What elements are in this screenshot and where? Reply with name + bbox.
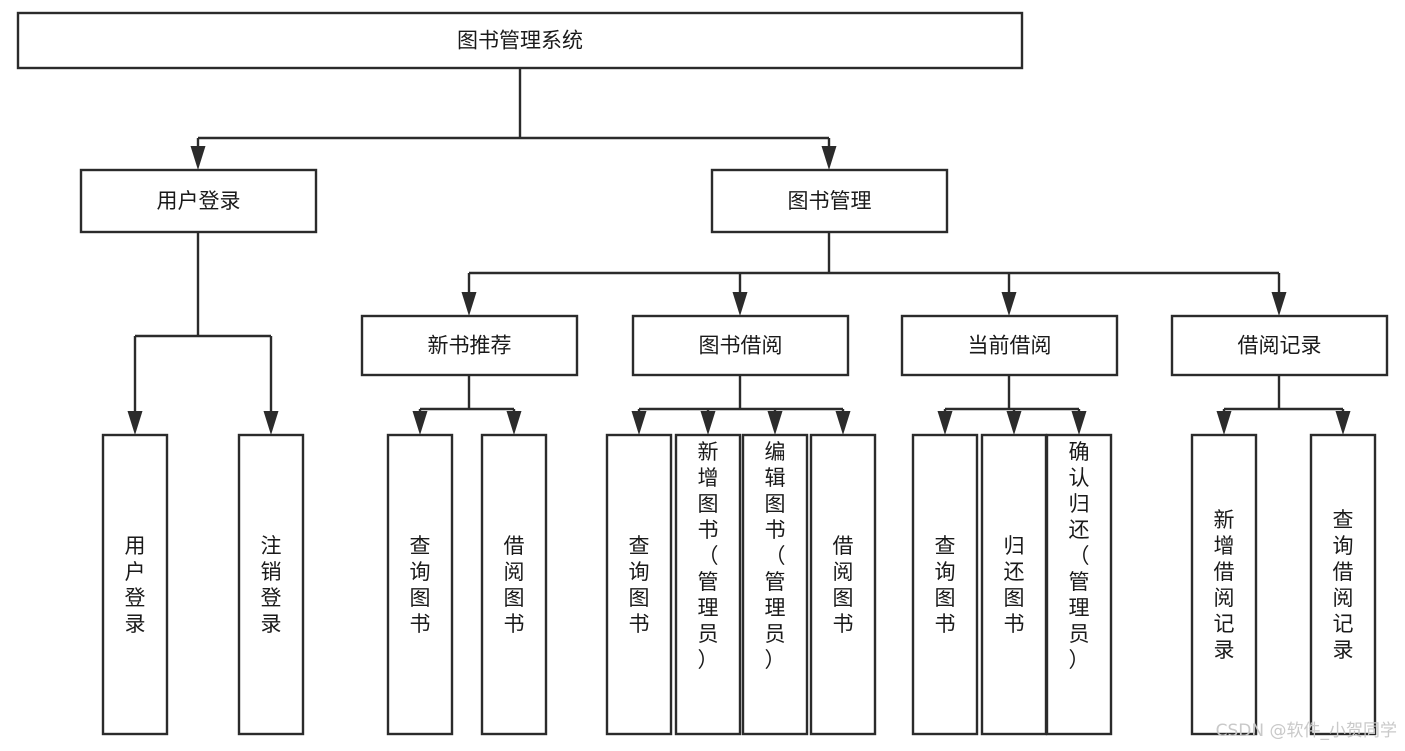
node-leaf-borrow-add-book[interactable]: 新增图书（管理员） <box>674 433 742 736</box>
node-leaf-record-query[interactable]: 查询借阅记录 <box>1309 433 1377 736</box>
vertical-paren-glyph: ） <box>1069 648 1090 672</box>
arrow-head-icon <box>732 292 748 316</box>
node-book-manage[interactable]: 图书管理 <box>710 168 949 234</box>
vertical-paren-glyph: （ <box>765 544 786 568</box>
node-box-leaf-borrow-query-book <box>605 433 673 736</box>
node-label-undefined: 图书管理系统 <box>457 29 583 53</box>
arrow-head-icon <box>937 411 953 435</box>
node-label-leaf-current-query-book: 查询图书 <box>935 534 956 636</box>
node-leaf-rec-borrow-book[interactable]: 借阅图书 <box>480 433 548 736</box>
arrow-head-icon <box>190 146 206 170</box>
node-label-leaf-user-login: 用户登录 <box>125 534 146 636</box>
node-label-leaf-current-confirm-return: 确认归还（管理员） <box>1069 440 1090 672</box>
node-label-user-login: 用户登录 <box>157 189 241 213</box>
node-label-leaf-borrow-borrow-book: 借阅图书 <box>833 534 854 636</box>
arrow-head-icon <box>767 411 783 435</box>
node-leaf-user-login[interactable]: 用户登录 <box>101 433 169 736</box>
vertical-paren-glyph: ） <box>765 648 786 672</box>
node-box-leaf-borrow-edit-book <box>741 433 809 736</box>
node-box-leaf-record-add <box>1190 433 1258 736</box>
node-box-leaf-borrow-borrow-book <box>809 433 877 736</box>
node-box-leaf-user-login <box>101 433 169 736</box>
node-label-leaf-rec-query-book: 查询图书 <box>410 534 431 636</box>
node-label-new-book-rec: 新书推荐 <box>428 334 512 358</box>
node-label-leaf-current-return-book: 归还图书 <box>1004 534 1025 636</box>
node-label-leaf-user-logout: 注销登录 <box>261 534 282 636</box>
vertical-paren-glyph: ） <box>698 648 719 672</box>
arrow-head-icon <box>127 411 143 435</box>
node-label-book-borrow: 图书借阅 <box>699 334 783 358</box>
node-book-borrow[interactable]: 图书借阅 <box>631 314 850 377</box>
node-box-leaf-rec-query-book <box>386 433 454 736</box>
node-box-book-manage <box>710 168 949 234</box>
node-leaf-borrow-edit-book[interactable]: 编辑图书（管理员） <box>741 433 809 736</box>
node-box-leaf-rec-borrow-book <box>480 433 548 736</box>
arrow-head-icon <box>412 411 428 435</box>
node-box-leaf-user-logout <box>237 433 305 736</box>
node-box-current-borrow <box>900 314 1119 377</box>
node-label-leaf-borrow-add-book: 新增图书（管理员） <box>698 440 719 672</box>
node-label-leaf-record-query: 查询借阅记录 <box>1333 508 1354 662</box>
node-box-leaf-current-return-book <box>980 433 1048 736</box>
node-label-leaf-record-add: 新增借阅记录 <box>1214 508 1235 662</box>
node-leaf-current-confirm-return[interactable]: 确认归还（管理员） <box>1045 433 1113 736</box>
node-user-login[interactable]: 用户登录 <box>79 168 318 234</box>
node-label-borrow-record: 借阅记录 <box>1238 334 1322 358</box>
node-box-borrow-record <box>1170 314 1389 377</box>
node-label-leaf-borrow-edit-book: 编辑图书（管理员） <box>765 440 786 672</box>
node-leaf-borrow-query-book[interactable]: 查询图书 <box>605 433 673 736</box>
node-leaf-borrow-borrow-book[interactable]: 借阅图书 <box>809 433 877 736</box>
node-leaf-current-return-book[interactable]: 归还图书 <box>980 433 1048 736</box>
arrow-head-icon <box>700 411 716 435</box>
vertical-paren-glyph: （ <box>698 544 719 568</box>
node-box-undefined <box>16 11 1024 70</box>
node-leaf-record-add[interactable]: 新增借阅记录 <box>1190 433 1258 736</box>
vertical-paren-glyph: （ <box>1069 544 1090 568</box>
arrow-head-icon <box>1071 411 1087 435</box>
arrow-head-icon <box>1006 411 1022 435</box>
node-new-book-rec[interactable]: 新书推荐 <box>360 314 579 377</box>
arrow-head-icon <box>263 411 279 435</box>
node-box-new-book-rec <box>360 314 579 377</box>
node-label-leaf-borrow-query-book: 查询图书 <box>629 534 650 636</box>
node-label-book-manage: 图书管理 <box>788 189 872 213</box>
node-box-user-login <box>79 168 318 234</box>
node-current-borrow[interactable]: 当前借阅 <box>900 314 1119 377</box>
node-box-leaf-current-query-book <box>911 433 979 736</box>
arrow-head-icon <box>1216 411 1232 435</box>
node-label-current-borrow: 当前借阅 <box>968 334 1052 358</box>
node-leaf-current-query-book[interactable]: 查询图书 <box>911 433 979 736</box>
arrow-head-icon <box>1001 292 1017 316</box>
node-leaf-user-logout[interactable]: 注销登录 <box>237 433 305 736</box>
arrow-head-icon <box>835 411 851 435</box>
node-box-book-borrow <box>631 314 850 377</box>
node-box-leaf-borrow-add-book <box>674 433 742 736</box>
node-leaf-rec-query-book[interactable]: 查询图书 <box>386 433 454 736</box>
node-box-leaf-current-confirm-return <box>1045 433 1113 736</box>
arrow-head-icon <box>461 292 477 316</box>
node-borrow-record[interactable]: 借阅记录 <box>1170 314 1389 377</box>
arrow-head-icon <box>1271 292 1287 316</box>
node-label-leaf-rec-borrow-book: 借阅图书 <box>504 534 525 636</box>
node-box-leaf-record-query <box>1309 433 1377 736</box>
arrow-head-icon <box>821 146 837 170</box>
node-undefined[interactable]: 图书管理系统 <box>16 11 1024 70</box>
arrow-head-icon <box>506 411 522 435</box>
csdn-watermark: CSDN @软件_小贺同学 <box>1215 721 1397 741</box>
arrow-head-icon <box>631 411 647 435</box>
arrow-head-icon <box>1335 411 1351 435</box>
